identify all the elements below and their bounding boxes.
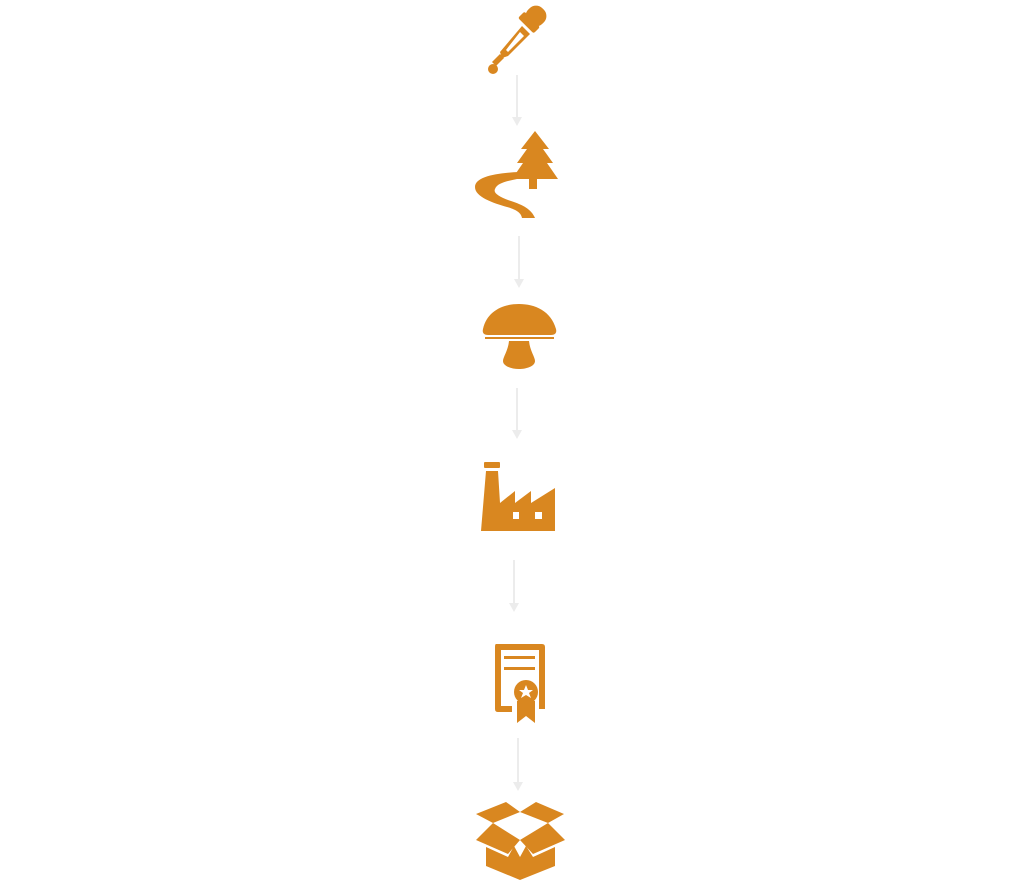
connector-arrow [512, 388, 522, 439]
connector-arrow [513, 738, 523, 791]
connector-arrow [509, 560, 519, 612]
certificate-icon [494, 643, 546, 724]
open-box-icon [476, 802, 565, 880]
factory-icon [481, 461, 556, 532]
connector-arrow [512, 75, 522, 126]
connector-arrow [514, 236, 524, 288]
forest-path-icon [475, 131, 559, 219]
dropper-icon [486, 4, 554, 74]
mushroom-icon [481, 303, 558, 370]
